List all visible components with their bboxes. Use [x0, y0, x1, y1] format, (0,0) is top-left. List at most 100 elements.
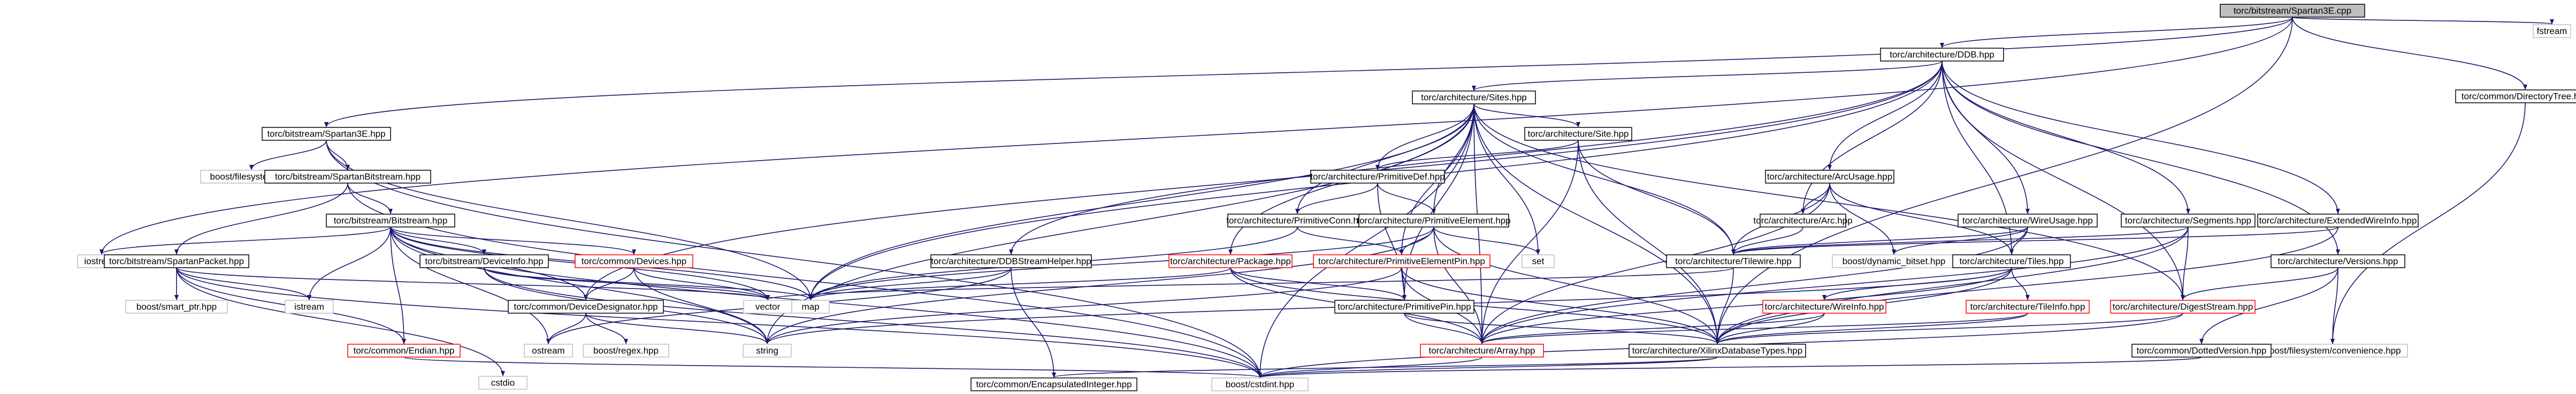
edge-devices-to-string [633, 267, 769, 344]
node-digest[interactable]: torc/architecture/DigestStream.hpp [2110, 300, 2256, 314]
node-dirtree[interactable]: torc/common/DirectoryTree.hpp [2455, 89, 2576, 103]
node-box-tilewire [1666, 254, 1801, 268]
node-label-sp_packet: torc/bitstream/SpartanPacket.hpp [109, 256, 244, 266]
node-package[interactable]: torc/architecture/Package.hpp [1168, 254, 1293, 268]
node-vector[interactable]: vector [743, 300, 792, 314]
node-array[interactable]: torc/architecture/Array.hpp [1420, 344, 1544, 358]
edge-primel-to-map [808, 226, 1434, 300]
node-box-arcusage [1765, 170, 1894, 184]
node-primdef[interactable]: torc/architecture/PrimitiveDef.hpp [1310, 170, 1445, 184]
node-label-bitstream: torc/bitstream/Bitstream.hpp [334, 215, 448, 225]
edge-sp_bit-to-sp_packet [174, 183, 348, 255]
node-segments[interactable]: torc/architecture/Segments.hpp [2121, 214, 2256, 228]
node-label-endian: torc/common/Endian.hpp [354, 345, 455, 355]
node-root[interactable]: torc/bitstream/Spartan3E.cpp [2220, 4, 2365, 18]
node-cstdint[interactable]: boost/cstdint.hpp [1211, 377, 1309, 391]
node-ostream[interactable]: ostream [524, 344, 573, 358]
node-encint[interactable]: torc/common/EncapsulatedInteger.hpp [970, 377, 1137, 391]
edge-sites-to-tilewire [1473, 103, 1736, 255]
node-versions[interactable]: torc/architecture/Versions.hpp [2271, 254, 2405, 268]
edge-bitstream-to-devinfo [390, 226, 486, 255]
node-cstdio[interactable]: cstdio [478, 376, 528, 390]
edge-devdesig-to-regex [585, 313, 628, 344]
node-primpin[interactable]: torc/architecture/PrimitivePin.hpp [1334, 300, 1474, 314]
edge-tileinfo-to-xilinxdb [1715, 313, 2028, 344]
node-label-devinfo: torc/bitstream/DeviceInfo.hpp [425, 256, 543, 266]
edge-versions-to-fsconv [2330, 267, 2338, 344]
edge-primconn-to-primelpin [1297, 226, 1404, 255]
node-box-tileinfo [1966, 300, 2090, 314]
node-label-primel: torc/architecture/PrimitiveElement.hpp [1357, 215, 1510, 225]
node-smartptr[interactable]: boost/smart_ptr.hpp [125, 300, 228, 314]
edge-sites-to-site [1473, 103, 1580, 127]
node-label-dynbitset: boost/dynamic_bitset.hpp [1843, 256, 1946, 266]
node-fstream[interactable]: fstream [2533, 24, 2571, 38]
node-label-string: string [756, 345, 778, 355]
edge-arcusage-to-array [1480, 183, 1830, 344]
node-dotver[interactable]: torc/common/DottedVersion.hpp [2131, 344, 2272, 358]
node-regex[interactable]: boost/regex.hpp [583, 344, 669, 358]
node-istream[interactable]: istream [285, 300, 334, 314]
edge-primel-to-primelpin [1400, 226, 1434, 255]
node-wireusage[interactable]: torc/architecture/WireUsage.hpp [1958, 214, 2098, 228]
node-s3e_hpp[interactable]: torc/bitstream/Spartan3E.hpp [262, 127, 391, 141]
node-sites[interactable]: torc/architecture/Sites.hpp [1412, 90, 1536, 104]
edge-sites-to-map [808, 103, 1474, 300]
node-tilewire[interactable]: torc/architecture/Tilewire.hpp [1666, 254, 1801, 268]
node-box-primpin [1334, 300, 1474, 314]
node-map[interactable]: map [791, 300, 830, 314]
edge-extwire-to-tilewire [1731, 226, 2338, 255]
node-box-vector [743, 300, 792, 314]
node-string[interactable]: string [743, 344, 792, 358]
node-box-encint [970, 377, 1137, 391]
edge-primdef-to-primconn [1295, 183, 1378, 214]
node-ddb[interactable]: torc/architecture/DDB.hpp [1880, 48, 2004, 62]
node-tiles[interactable]: torc/architecture/Tiles.hpp [1952, 254, 2071, 268]
node-label-arc: torc/architecture/Arc.hpp [1753, 215, 1852, 225]
node-box-s3e_hpp [262, 127, 391, 141]
edge-devices-to-vector [633, 267, 770, 300]
node-set[interactable]: set [1522, 254, 1555, 268]
node-wireinfo[interactable]: torc/architecture/WireInfo.hpp [1762, 300, 1886, 314]
node-devdesig[interactable]: torc/common/DeviceDesignator.hpp [508, 300, 664, 314]
node-endian[interactable]: torc/common/Endian.hpp [347, 344, 461, 358]
node-fsconv[interactable]: boost/filesystem/convenience.hpp [2257, 344, 2408, 358]
node-label-primpin: torc/architecture/PrimitivePin.hpp [1337, 301, 1471, 312]
node-primel[interactable]: torc/architecture/PrimitiveElement.hpp [1357, 214, 1511, 228]
node-label-primdef: torc/architecture/PrimitiveDef.hpp [1310, 171, 1444, 181]
node-dynbitset[interactable]: boost/dynamic_bitset.hpp [1832, 254, 1956, 268]
node-label-site: torc/architecture/Site.hpp [1528, 128, 1629, 139]
node-ddbsh[interactable]: torc/architecture/DDBStreamHelper.hpp [930, 254, 1092, 268]
node-site[interactable]: torc/architecture/Site.hpp [1524, 127, 1632, 141]
node-arc[interactable]: torc/architecture/Arc.hpp [1753, 214, 1853, 228]
node-bitstream[interactable]: torc/bitstream/Bitstream.hpp [326, 214, 455, 228]
node-sp_packet[interactable]: torc/bitstream/SpartanPacket.hpp [104, 254, 249, 268]
edge-devinfo-to-map [484, 267, 813, 300]
node-tileinfo[interactable]: torc/architecture/TileInfo.hpp [1966, 300, 2090, 314]
node-extwire[interactable]: torc/architecture/ExtendedWireInfo.hpp [2257, 214, 2419, 228]
edge-wireinfo-to-array [1480, 313, 1825, 344]
node-box-tiles [1952, 254, 2071, 268]
node-label-array: torc/architecture/Array.hpp [1428, 345, 1535, 355]
node-box-set [1522, 254, 1555, 268]
node-devinfo[interactable]: torc/bitstream/DeviceInfo.hpp [419, 254, 549, 268]
node-label-devices: torc/common/Devices.hpp [582, 256, 687, 266]
edge-s3e_hpp-to-cstdint [326, 140, 1262, 378]
node-box-bitstream [326, 214, 455, 228]
node-sp_bit[interactable]: torc/bitstream/SpartanBitstream.hpp [264, 170, 431, 184]
node-box-wireinfo [1762, 300, 1886, 314]
node-primconn[interactable]: torc/architecture/PrimitiveConn.hpp [1226, 214, 1369, 228]
edge-devdesig-to-ostream [546, 313, 586, 344]
node-label-wireinfo: torc/architecture/WireInfo.hpp [1765, 301, 1884, 312]
node-label-tilewire: torc/architecture/Tilewire.hpp [1675, 256, 1792, 266]
edge-arcusage-to-arc [1801, 183, 1830, 214]
edge-tiles-to-array [1480, 267, 2012, 344]
node-label-map: map [801, 301, 819, 312]
node-arcusage[interactable]: torc/architecture/ArcUsage.hpp [1765, 170, 1894, 184]
node-label-sites: torc/architecture/Sites.hpp [1421, 92, 1526, 102]
node-xilinxdb[interactable]: torc/architecture/XilinxDatabaseTypes.hp… [1629, 344, 1806, 358]
node-devices[interactable]: torc/common/Devices.hpp [575, 254, 693, 268]
node-box-endian [347, 344, 461, 358]
node-box-ostream [524, 344, 573, 358]
node-primelpin[interactable]: torc/architecture/PrimitiveElementPin.hp… [1313, 254, 1490, 268]
